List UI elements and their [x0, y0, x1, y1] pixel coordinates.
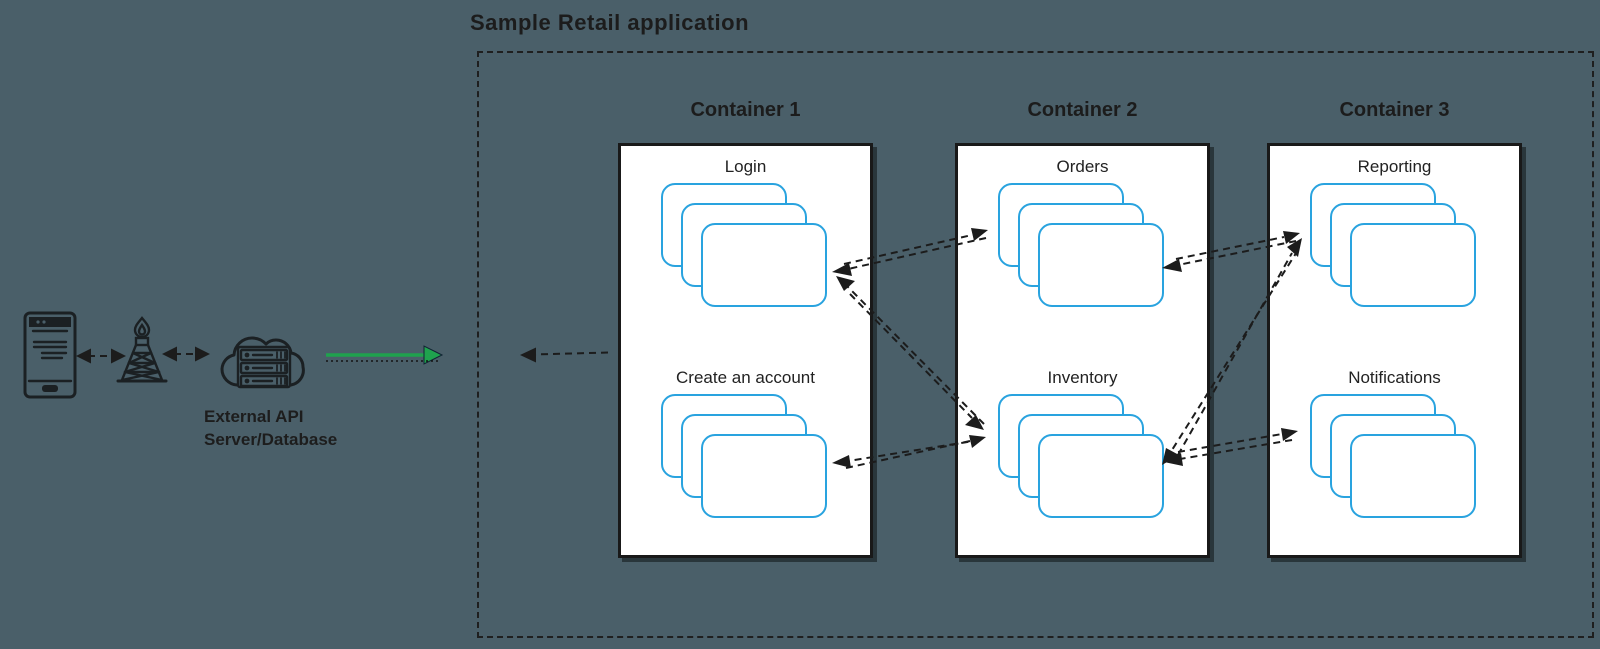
feature-login: Login: [621, 146, 870, 351]
instance-stack: [1310, 183, 1516, 351]
feature-create-account: Create an account: [621, 351, 870, 562]
feature-orders: Orders: [958, 146, 1207, 351]
tower-cloud-link-arrow: [162, 346, 210, 362]
instance-card: [1350, 434, 1476, 518]
external-caption-line1: External API: [204, 407, 304, 426]
instance-card: [1038, 434, 1164, 518]
diagram-title: Sample Retail application: [470, 10, 750, 35]
instance-stack: [1310, 394, 1516, 562]
mobile-tower-link-arrow: [76, 348, 126, 364]
application-boundary: [477, 51, 1594, 638]
external-caption-line2: Server/Database: [204, 429, 338, 449]
feature-notifications: Notifications: [1270, 351, 1519, 562]
feature-reporting: Reporting: [1270, 146, 1519, 351]
feature-label: Login: [724, 157, 767, 176]
mobile-device-icon: [23, 311, 77, 399]
container-1: Login Create an account: [618, 143, 873, 558]
feature-label: Create an account: [676, 368, 815, 387]
instance-card: [701, 223, 827, 307]
external-system-caption: External API Server/Database: [204, 406, 337, 452]
instance-card: [701, 434, 827, 518]
instance-stack: [998, 394, 1204, 562]
container-3-title: Container 3: [1339, 99, 1450, 121]
feature-label: Inventory: [1047, 368, 1118, 387]
instance-stack: [661, 183, 867, 351]
feature-label: Reporting: [1357, 157, 1432, 176]
cloud-server-icon: [220, 336, 305, 389]
feature-inventory: Inventory: [958, 351, 1207, 562]
feature-label: Notifications: [1348, 368, 1441, 387]
radio-tower-icon: [116, 316, 168, 383]
instance-stack: [998, 183, 1204, 351]
instance-card: [1350, 223, 1476, 307]
instance-card: [1038, 223, 1164, 307]
feature-label: Orders: [1056, 157, 1109, 176]
container-1-title: Container 1: [690, 99, 801, 121]
container-3: Reporting Notifications: [1267, 143, 1522, 558]
external-to-app-arrow: [326, 345, 444, 365]
container-2: Orders Inventory: [955, 143, 1210, 558]
container-2-title: Container 2: [1027, 99, 1138, 121]
instance-stack: [661, 394, 867, 562]
